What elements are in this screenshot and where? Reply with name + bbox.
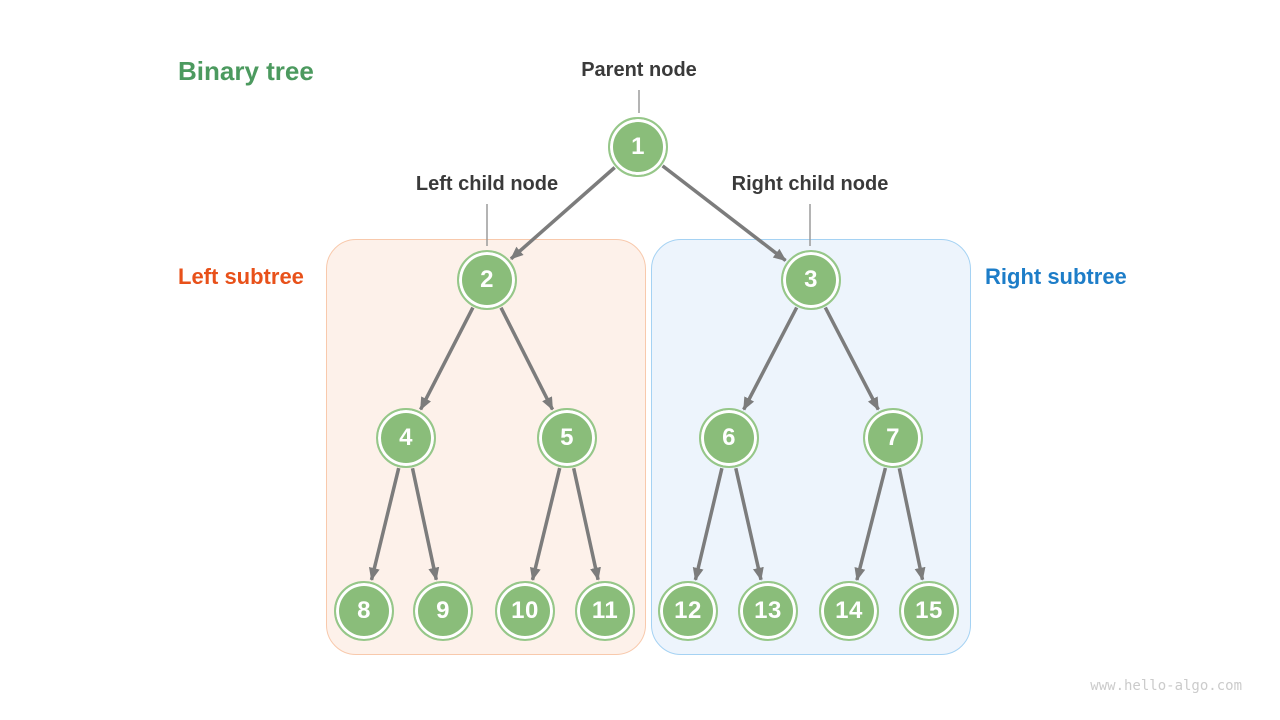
watermark: www.hello-algo.com: [1090, 678, 1242, 694]
tree-node-2: 2: [457, 250, 517, 310]
tree-node-13: 13: [738, 581, 798, 641]
tree-node-6: 6: [699, 408, 759, 468]
right-subtree-label: Right subtree: [985, 264, 1127, 289]
tree-node-10: 10: [495, 581, 555, 641]
tree-node-4: 4: [376, 408, 436, 468]
tree-node-8: 8: [334, 581, 394, 641]
tree-node-11: 11: [575, 581, 635, 641]
tree-node-12: 12: [658, 581, 718, 641]
tree-node-5: 5: [537, 408, 597, 468]
tree-node-14: 14: [819, 581, 879, 641]
left-subtree-label: Left subtree: [178, 264, 304, 289]
left-child-node-label: Left child node: [415, 173, 559, 195]
tree-node-1: 1: [608, 117, 668, 177]
tree-node-3: 3: [781, 250, 841, 310]
right-child-node-label: Right child node: [731, 173, 889, 195]
tree-node-15: 15: [899, 581, 959, 641]
diagram-title: Binary tree: [178, 56, 314, 86]
tree-node-9: 9: [413, 581, 473, 641]
tree-node-7: 7: [863, 408, 923, 468]
parent-node-label: Parent node: [581, 59, 697, 81]
